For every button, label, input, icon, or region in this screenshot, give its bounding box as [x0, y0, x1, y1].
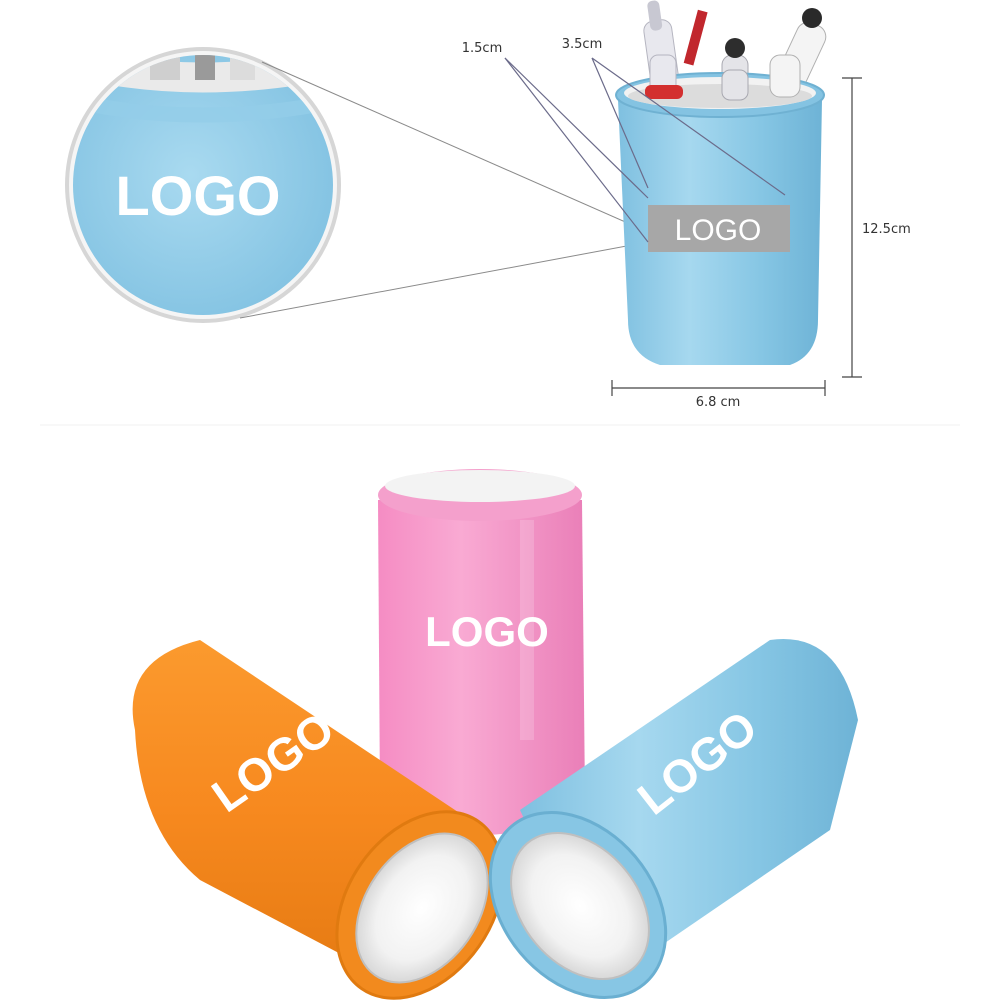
cup-logo-text: LOGO	[675, 214, 762, 247]
blue-cup-lying: LOGO	[488, 639, 858, 999]
width-dimension	[611, 380, 826, 396]
dimension-label-print-height: 3.5cm	[562, 37, 603, 52]
logo-print-area	[648, 205, 790, 252]
zoom-logo-text: LOGO	[116, 164, 281, 227]
dimension-label-width: 6.8 cm	[696, 395, 741, 410]
orange-cup: LOGO	[132, 640, 505, 1000]
zoom-connector-lines	[239, 61, 649, 319]
annotation-leader-lines	[504, 57, 786, 243]
zoom-detail: LOGO	[65, 47, 341, 323]
pink-cup-logo-text: LOGO	[425, 608, 549, 655]
pink-cup: LOGO	[378, 469, 585, 835]
dimension-label-height: 12.5cm	[862, 222, 911, 237]
dimension-label-border: 1.5cm	[462, 41, 503, 56]
height-dimension	[842, 77, 862, 378]
pen-holder-dimensioned: LOGO	[615, 0, 827, 365]
